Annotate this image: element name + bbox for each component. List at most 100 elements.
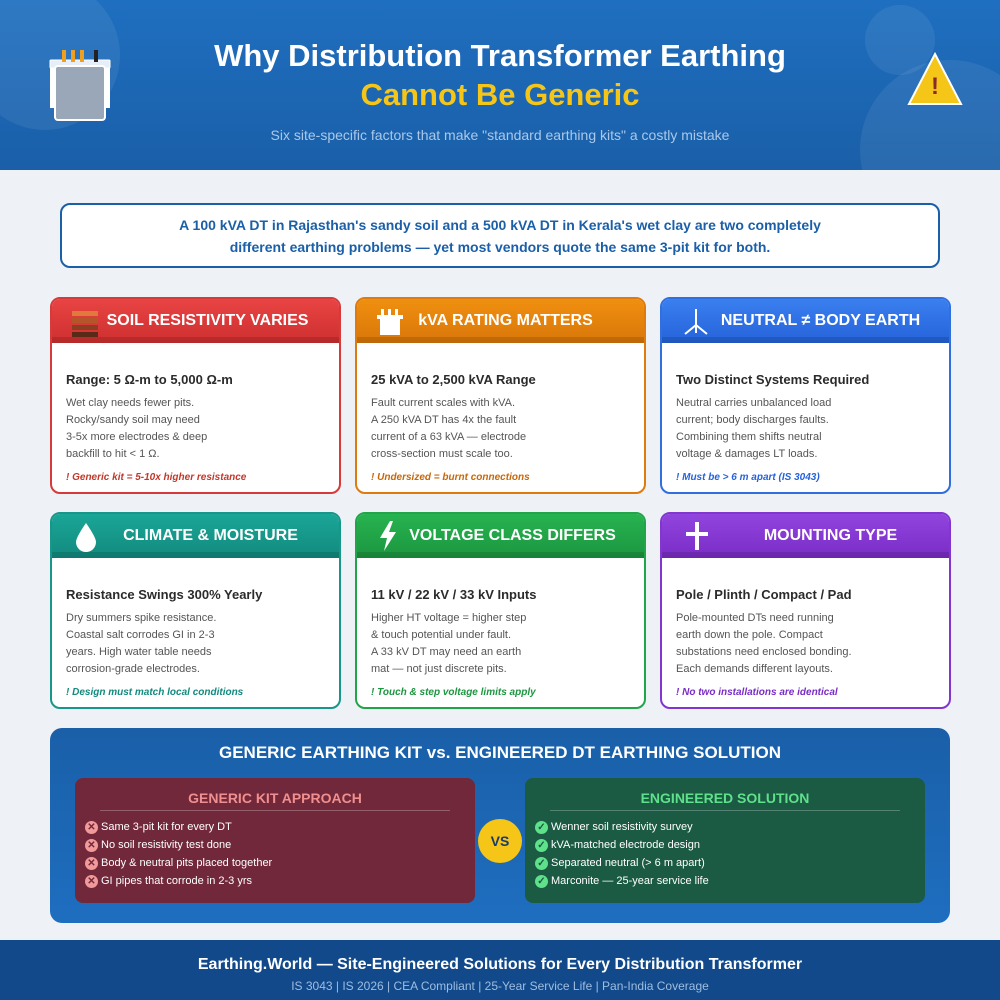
card-subtitle: Resistance Swings 300% Yearly (66, 587, 263, 602)
card-body-line: Pole-mounted DTs need running (676, 612, 834, 624)
list-item: ✓Separated neutral (> 6 m apart) (535, 854, 709, 872)
check-icon: ✓ (535, 874, 548, 888)
card-body-line: Combining them shifts neutral (676, 431, 822, 443)
card-body-line: mat — not just discrete pits. (371, 663, 507, 675)
card-warning-note: ! Design must match local conditions (66, 687, 244, 698)
card-body: Neutral carries unbalanced load current;… (676, 395, 916, 463)
page-subtitle: Six site-specific factors that make "sta… (270, 127, 730, 143)
card-body-line: current of a 63 kVA — electrode (371, 431, 527, 443)
card-warning-note: ! No two installations are identical (676, 687, 838, 698)
footer-title: Earthing.World — Site-Engineered Solutio… (197, 956, 803, 973)
footer-standards: IS 3043 | IS 2026 | CEA Compliant | 25-Y… (291, 979, 709, 993)
list-item-text: Marconite — 25-year service life (551, 875, 709, 887)
card-body-line: Fault current scales with kVA. (371, 397, 516, 409)
cross-icon: ✕ (85, 838, 98, 852)
page-title-highlight: Cannot Be Generic (360, 77, 640, 112)
transformer-icon (377, 309, 403, 335)
card-title: SOIL RESISTIVITY VARIES (106, 312, 309, 329)
card-body-line: cross-section must scale too. (371, 448, 513, 460)
card-body-line: years. High water table needs (66, 646, 212, 658)
list-item: ✕No soil resistivity test done (85, 836, 272, 854)
list-item-text: No soil resistivity test done (101, 839, 232, 851)
list-item-text: Body & neutral pits placed together (101, 857, 273, 869)
list-item-text: kVA-matched electrode design (551, 839, 700, 851)
card-subtitle: 25 kVA to 2,500 kVA Range (371, 372, 536, 387)
card-header: MOUNTING TYPE (662, 514, 949, 558)
engineered-list: ✓Wenner soil resistivity survey ✓kVA-mat… (535, 818, 709, 890)
cross-icon: ✕ (85, 856, 98, 870)
warning-icon: ! (907, 51, 963, 105)
page-title: Why Distribution Transformer Earthing (214, 38, 786, 73)
transformer-icon (49, 50, 111, 121)
card-body-line: Coastal salt corrodes GI in 2-3 (66, 629, 215, 641)
list-item-text: Same 3-pit kit for every DT (101, 821, 232, 833)
card-body-line: earth down the pole. Compact (676, 629, 823, 641)
card-subtitle: 11 kV / 22 kV / 33 kV Inputs (371, 587, 537, 602)
card-title: MOUNTING TYPE (763, 527, 898, 544)
list-item-text: Wenner soil resistivity survey (551, 821, 693, 833)
soil-layers-icon (72, 311, 98, 337)
header-banner: Why Distribution Transformer Earthing Ca… (0, 0, 1000, 170)
engineered-panel-title: ENGINEERED SOLUTION (640, 790, 810, 806)
card-warning-note: ! Generic kit = 5-10x higher resistance (66, 472, 247, 483)
engineered-solution-panel: ENGINEERED SOLUTION ✓ Wenner soil resisti… (525, 778, 925, 903)
vs-badge: VS (478, 819, 522, 863)
card-body-line: 3-5x more electrodes & deep (66, 431, 208, 443)
card-header: VOLTAGE CLASS DIFFERS (357, 514, 644, 558)
list-item: ✕Body & neutral pits placed together (85, 854, 272, 872)
card-header-shade (52, 337, 339, 343)
card-header-shade (52, 552, 339, 558)
card-body-line: Neutral carries unbalanced load (676, 397, 832, 409)
comparison-title: GENERIC EARTHING KIT vs. ENGINEERED DT E… (219, 743, 781, 762)
card-body: Fault current scales with kVA. A 250 kVA… (371, 395, 611, 463)
earth-symbol-icon (684, 309, 708, 335)
water-drop-icon (76, 523, 96, 552)
card-climate-moisture: CLIMATE & MOISTURE Resistance Swings 300… (50, 512, 341, 709)
card-body-line: A 250 kVA DT has 4x the fault (371, 414, 517, 426)
intro-line: different earthing problems — yet most v… (229, 238, 771, 255)
card-body-line: Rocky/sandy soil may need (66, 414, 200, 426)
card-voltage-class: VOLTAGE CLASS DIFFERS 11 kV / 22 kV / 33… (355, 512, 646, 709)
card-header-shade (357, 337, 644, 343)
generic-kit-panel: GENERIC KIT APPROACH ✕Same 3-pit kit for… (75, 778, 475, 903)
card-soil-resistivity: SOIL RESISTIVITY VARIES Range: 5 Ω-m to … (50, 297, 341, 494)
card-body-line: backfill to hit < 1 Ω. (66, 448, 160, 460)
card-mounting-type: MOUNTING TYPE Pole / Plinth / Compact / … (660, 512, 951, 709)
divider (550, 810, 900, 811)
generic-list: ✕Same 3-pit kit for every DT ✕No soil re… (85, 818, 272, 890)
card-subtitle: Pole / Plinth / Compact / Pad (676, 587, 852, 602)
card-body-line: Each demands different layouts. (676, 663, 833, 675)
intro-callout: A 100 kVA DT in Rajasthan's sandy soil a… (60, 203, 940, 268)
card-subtitle: Range: 5 Ω-m to 5,000 Ω-m (66, 372, 233, 387)
pole-icon (686, 522, 708, 550)
card-warning-note: ! Touch & step voltage limits apply (371, 687, 536, 698)
card-body-line: A 33 kV DT may need an earth (371, 646, 522, 658)
check-icon: ✓ (535, 856, 548, 870)
decor-circle (865, 5, 935, 75)
card-header: NEUTRAL ≠ BODY EARTH (662, 299, 949, 343)
card-title: CLIMATE & MOISTURE (123, 527, 298, 544)
generic-panel-title: GENERIC KIT APPROACH (188, 790, 362, 806)
card-subtitle: Two Distinct Systems Required (676, 372, 870, 387)
list-item: ✕Same 3-pit kit for every DT (85, 818, 272, 836)
card-title: NEUTRAL ≠ BODY EARTH (720, 312, 921, 329)
list-item: ✓kVA-matched electrode design (535, 836, 709, 854)
card-body: Wet clay needs fewer pits. Rocky/sandy s… (66, 395, 306, 463)
card-body: Higher HT voltage = higher step & touch … (371, 610, 611, 678)
card-body-line: corrosion-grade electrodes. (66, 663, 200, 675)
card-body-line: substations need enclosed bonding. (676, 646, 852, 658)
card-header: kVA RATING MATTERS (357, 299, 644, 343)
card-body: Pole-mounted DTs need running earth down… (676, 610, 916, 678)
card-body-line: voltage & damages LT loads. (676, 448, 818, 460)
card-header-shade (662, 337, 949, 343)
card-header-shade (662, 552, 949, 558)
card-body-line: & touch potential under fault. (371, 629, 512, 641)
card-body-line: Higher HT voltage = higher step (371, 612, 527, 624)
footer: Earthing.World — Site-Engineered Solutio… (0, 940, 1000, 1000)
cross-icon: ✕ (85, 874, 98, 888)
card-header: SOIL RESISTIVITY VARIES (52, 299, 339, 343)
card-warning-note: ! Undersized = burnt connections (371, 472, 530, 483)
divider (100, 810, 450, 811)
card-header: CLIMATE & MOISTURE (52, 514, 339, 558)
list-item-text: Separated neutral (> 6 m apart) (551, 857, 705, 869)
